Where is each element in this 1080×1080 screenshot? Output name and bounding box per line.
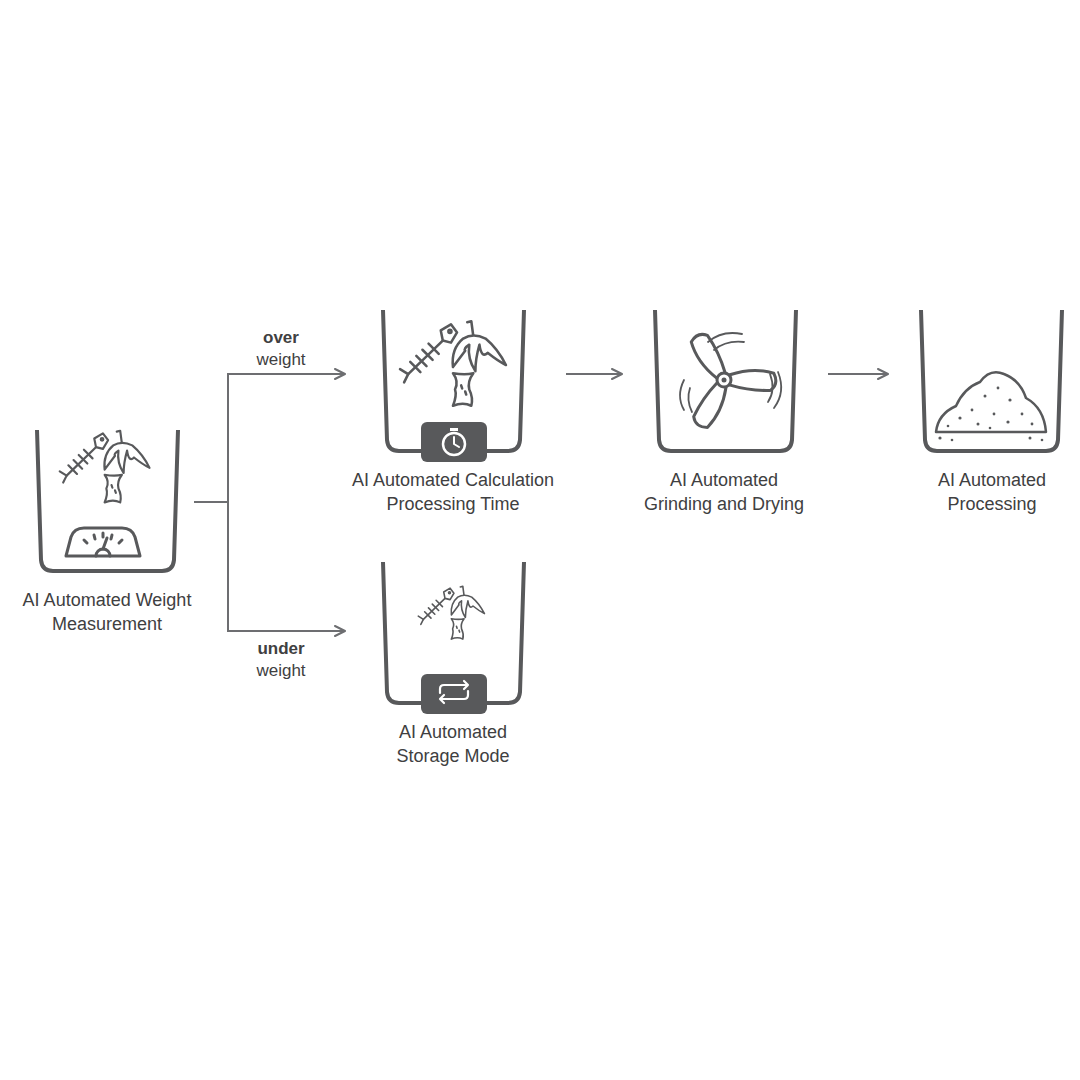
fan-icon — [680, 331, 781, 431]
step-label: AI Automated Calculation Processing Time — [338, 468, 568, 517]
flow-arrow — [194, 502, 345, 631]
process-bin: AI Automated Storage Mode — [345, 562, 566, 773]
bin — [921, 310, 1062, 451]
step-label: AI Automated Grinding and Drying — [634, 468, 814, 517]
food-waste-icon — [400, 321, 506, 406]
process-bin: AI Automated Processing — [888, 310, 1078, 521]
bin — [37, 430, 178, 571]
branch-label: over weight — [249, 327, 313, 371]
bin — [383, 310, 524, 451]
step-label: AI Automated Processing — [917, 468, 1067, 517]
bins — [37, 310, 1062, 703]
flow-arrow — [828, 373, 888, 375]
storage-badge — [421, 674, 487, 714]
bin — [655, 310, 796, 451]
timer-badge — [421, 422, 487, 462]
step-label: AI Automated Weight Measurement — [12, 588, 202, 637]
food-waste-icon — [418, 586, 484, 639]
scale-icon — [66, 528, 140, 556]
branch-label: under weight — [249, 638, 313, 682]
powder-heap — [936, 372, 1046, 441]
process-bin: AI Automated Grinding and Drying — [622, 310, 828, 521]
process-bin: AI Automated Calculation Processing Time — [345, 310, 566, 521]
process-bin: AI Automated Weight Measurement — [22, 430, 194, 641]
step-label: AI Automated Storage Mode — [383, 720, 523, 769]
flow-arrow — [194, 374, 345, 502]
flow-arrow — [566, 373, 622, 375]
food-waste-icon — [60, 431, 150, 503]
